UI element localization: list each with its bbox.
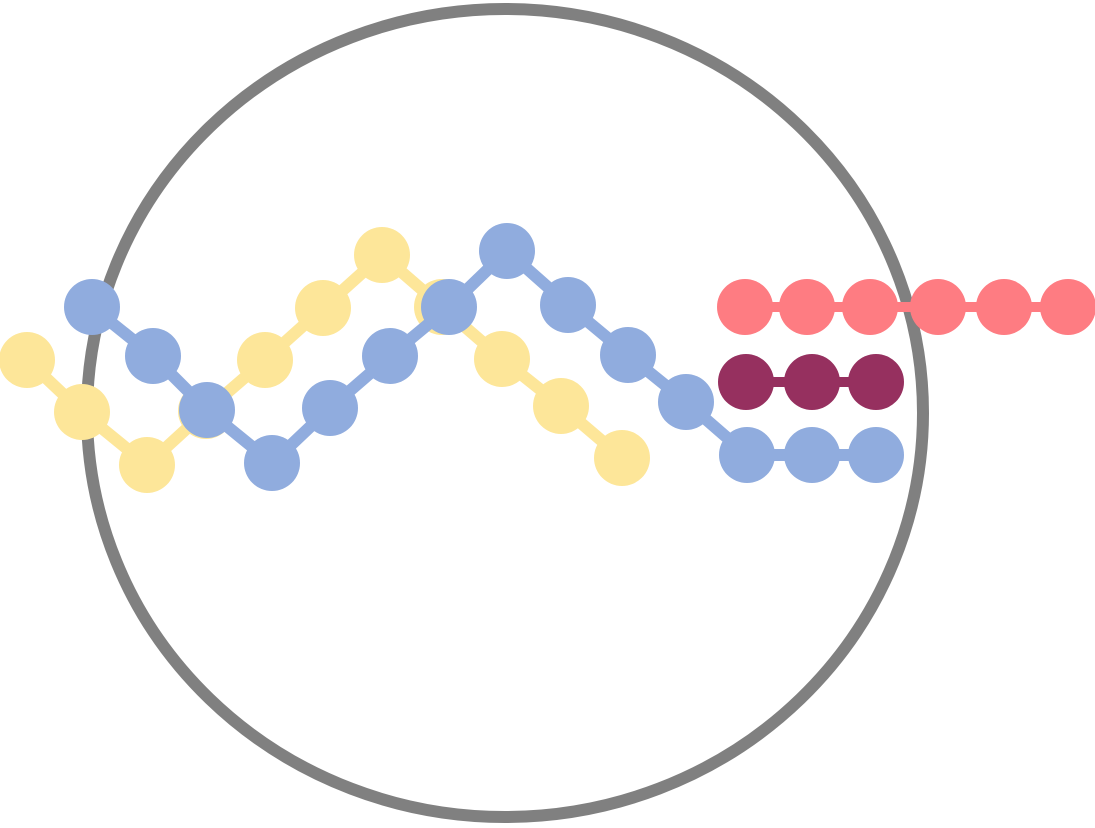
coral-node-1	[717, 279, 773, 335]
yellow-node-3	[119, 437, 175, 493]
blue-node-9	[540, 277, 596, 333]
chains-layer	[0, 223, 1095, 493]
yellow-node-2	[54, 384, 110, 440]
coral-node-2	[779, 279, 835, 335]
purple-node-3	[848, 354, 904, 410]
coral-node-3	[842, 279, 898, 335]
blue-node-6	[362, 328, 418, 384]
blue-chain	[64, 223, 904, 491]
blue-node-10	[600, 327, 656, 383]
purple-node-2	[784, 354, 840, 410]
blue-node-13	[784, 427, 840, 483]
blue-node-4	[244, 435, 300, 491]
yellow-node-7	[354, 227, 410, 283]
purple-node-1	[718, 354, 774, 410]
yellow-node-5	[237, 332, 293, 388]
blue-node-1	[64, 279, 120, 335]
yellow-node-1	[0, 332, 55, 388]
purple-chain	[718, 354, 904, 410]
yellow-node-11	[594, 430, 650, 486]
blue-node-12	[719, 427, 775, 483]
blue-node-7	[421, 279, 477, 335]
blue-node-2	[125, 328, 181, 384]
yellow-node-10	[533, 378, 589, 434]
blue-node-14	[848, 427, 904, 483]
coral-node-5	[976, 279, 1032, 335]
blue-node-3	[179, 382, 235, 438]
blue-node-11	[658, 374, 714, 430]
coral-node-6	[1040, 279, 1095, 335]
yellow-node-6	[295, 280, 351, 336]
blue-node-5	[302, 380, 358, 436]
yellow-node-9	[474, 331, 530, 387]
coral-chain	[717, 279, 1095, 335]
blue-node-8	[479, 223, 535, 279]
coral-node-4	[910, 279, 966, 335]
